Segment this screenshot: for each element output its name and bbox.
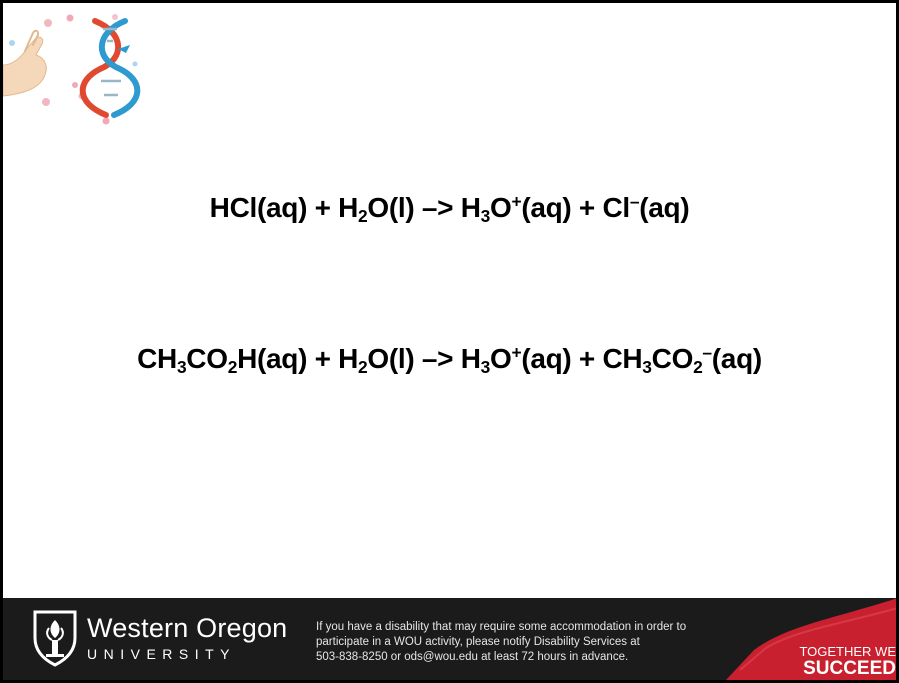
torch-seal-icon — [33, 610, 77, 667]
equation-text: (aq) — [639, 192, 690, 223]
subscript: 2 — [358, 356, 368, 377]
dna-hand-icon — [3, 14, 141, 125]
equation-text: CH — [137, 343, 177, 374]
equation-hcl: HCl(aq) + H2O(l) –> H3O+(aq) + Cl–(aq) — [3, 191, 896, 226]
equation-text: H(aq) + H — [237, 343, 359, 374]
subscript: 3 — [176, 356, 187, 377]
superscript: + — [511, 191, 522, 212]
subscript: 3 — [480, 205, 491, 226]
equation-text: (aq) + Cl — [521, 192, 630, 223]
equation-text: CO — [186, 343, 228, 374]
university-subtitle: UNIVERSITY — [87, 646, 237, 662]
red-banner — [726, 598, 896, 680]
equation-text: (aq) + CH — [521, 343, 643, 374]
tagline-bottom: SUCCEED — [803, 658, 896, 679]
notice-line: participate in a WOU activity, please no… — [316, 636, 640, 648]
notice-line: If you have a disability that may requir… — [316, 621, 687, 633]
equation-text: O — [489, 343, 512, 374]
tagline-top: TOGETHER WE — [799, 644, 896, 659]
wou-logo: Western Oregon UNIVERSITY — [31, 608, 287, 668]
equation-acetic-acid: CH3CO2H(aq) + H2O(l) –> H3O+(aq) + CH3CO… — [3, 342, 896, 377]
subscript: 3 — [642, 356, 652, 377]
equation-text: O(l) –> H — [367, 192, 481, 223]
notice-line: 503-838-8250 or ods@wou.edu at least 72 … — [316, 651, 629, 663]
equation-text: HCl(aq) + H — [209, 192, 359, 223]
subscript: 2 — [693, 356, 703, 377]
tagline: TOGETHER WE SUCCEED — [786, 645, 896, 679]
superscript: – — [702, 342, 712, 363]
equation-text: O — [489, 192, 512, 223]
equation-text: CO — [651, 343, 694, 374]
equation-text: O(l) –> H — [367, 343, 481, 374]
equation-text: (aq) — [711, 343, 762, 374]
subscript: 2 — [358, 205, 368, 226]
subscript: 3 — [480, 356, 491, 377]
disability-notice: If you have a disability that may requir… — [316, 620, 756, 665]
superscript: + — [511, 342, 522, 363]
university-name: Western Oregon — [87, 613, 288, 643]
subscript: 2 — [227, 356, 238, 377]
superscript: – — [629, 191, 640, 212]
footer: Western Oregon UNIVERSITY If you have a … — [3, 598, 896, 680]
